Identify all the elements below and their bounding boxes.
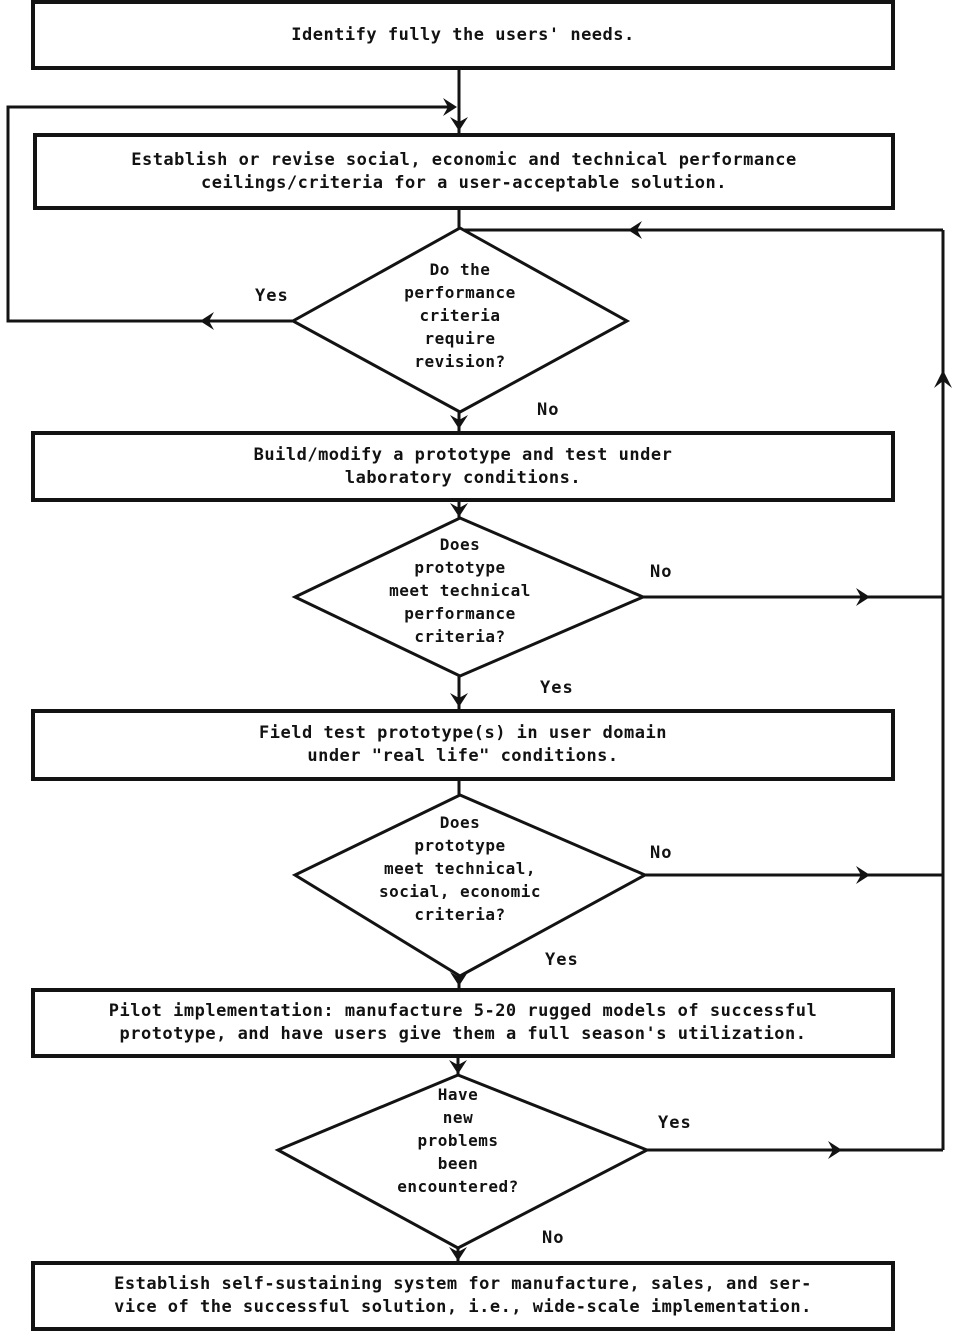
process-box-establish-criteria: Establish or revise social, economic and… [33, 133, 895, 210]
branch-label-yes: Yes [255, 286, 289, 306]
decision-text-line: criteria? [414, 905, 506, 924]
decision-text-line: prototype [414, 836, 506, 855]
box-text-line: prototype, and have users give them a fu… [119, 1024, 807, 1044]
decision-text-line: revision? [414, 352, 506, 371]
box-text-line: under "real life" conditions. [307, 746, 619, 766]
decision-text-line: new [442, 1108, 474, 1127]
process-box-field-test: Field test prototype(s) in user domain u… [31, 709, 895, 781]
arrowhead-up-icon [934, 370, 952, 388]
branch-label-no: No [650, 562, 673, 582]
arrowhead-left-icon [628, 221, 642, 239]
revision-feedback-line [6, 105, 453, 323]
arrowhead-left-icon [200, 312, 214, 330]
branch-label-no: No [542, 1228, 565, 1248]
arrowhead-down-icon [450, 972, 468, 986]
arrowhead-right-icon [856, 588, 870, 606]
decision-text-line: problems [417, 1131, 499, 1150]
decision-text-line: Does [439, 813, 481, 832]
decision-text-line: performance [404, 604, 516, 623]
box-text-line: Build/modify a prototype and test under [253, 444, 673, 465]
decision-text-full-criteria: Does prototype meet technical, social, e… [310, 811, 610, 926]
decision-text-line: Do the [429, 260, 491, 279]
decision-text-line: criteria? [414, 627, 506, 646]
arrowhead-down-icon [450, 117, 468, 131]
decision-text-line: meet technical [389, 581, 531, 600]
box-text-line: Establish self-sustaining system for man… [114, 1274, 812, 1294]
process-box-build-prototype: Build/modify a prototype and test under … [31, 431, 895, 502]
decision-text-line: criteria [419, 306, 501, 325]
arrowhead-down-icon [450, 415, 468, 429]
decision-text-line: prototype [414, 558, 506, 577]
arrowhead-right-icon [856, 866, 870, 884]
decision-text-problems: Have new problems been encountered? [308, 1083, 608, 1198]
box-text-line: ceilings/criteria for a user-acceptable … [200, 172, 727, 193]
decision-text-line: require [424, 329, 496, 348]
arrowhead-down-icon [449, 1247, 467, 1261]
decision-text-revision: Do the performance criteria require revi… [310, 258, 610, 373]
box-text-line: Identify fully the users' needs. [291, 24, 635, 45]
decision-text-line: social, economic [378, 882, 542, 901]
decision-text-line: Have [437, 1085, 479, 1104]
decision-text-line: been [437, 1154, 479, 1173]
decision-text-line: Does [439, 535, 481, 554]
decision-text-line: encountered? [397, 1177, 519, 1196]
arrowhead-down-icon [450, 693, 468, 707]
box-text-line: Establish or revise social, economic and… [131, 149, 797, 170]
arrowhead-down-icon [449, 1060, 467, 1074]
process-box-self-sustaining-system: Establish self-sustaining system for man… [31, 1261, 895, 1331]
box-text-line: vice of the successful solution, i.e., w… [114, 1297, 812, 1317]
decision-text-technical: Does prototype meet technical performanc… [310, 533, 610, 648]
branch-label-yes: Yes [545, 950, 579, 970]
branch-label-yes: Yes [658, 1113, 692, 1133]
branch-label-yes: Yes [540, 678, 574, 698]
box-text-line: laboratory conditions. [344, 467, 582, 488]
decision-text-line: performance [404, 283, 516, 302]
box-text-line: Pilot implementation: manufacture 5-20 r… [108, 1001, 818, 1021]
branch-label-no: No [537, 400, 560, 420]
arrowhead-right-icon [443, 98, 457, 116]
arrowhead-down-icon [450, 503, 468, 517]
decision-text-line: meet technical, [384, 859, 536, 878]
process-box-pilot-implementation: Pilot implementation: manufacture 5-20 r… [31, 988, 895, 1058]
branch-label-no: No [650, 843, 673, 863]
box-text-line: Field test prototype(s) in user domain [259, 723, 667, 743]
process-box-identify-needs: Identify fully the users' needs. [31, 0, 895, 70]
arrowhead-right-icon [828, 1141, 842, 1159]
